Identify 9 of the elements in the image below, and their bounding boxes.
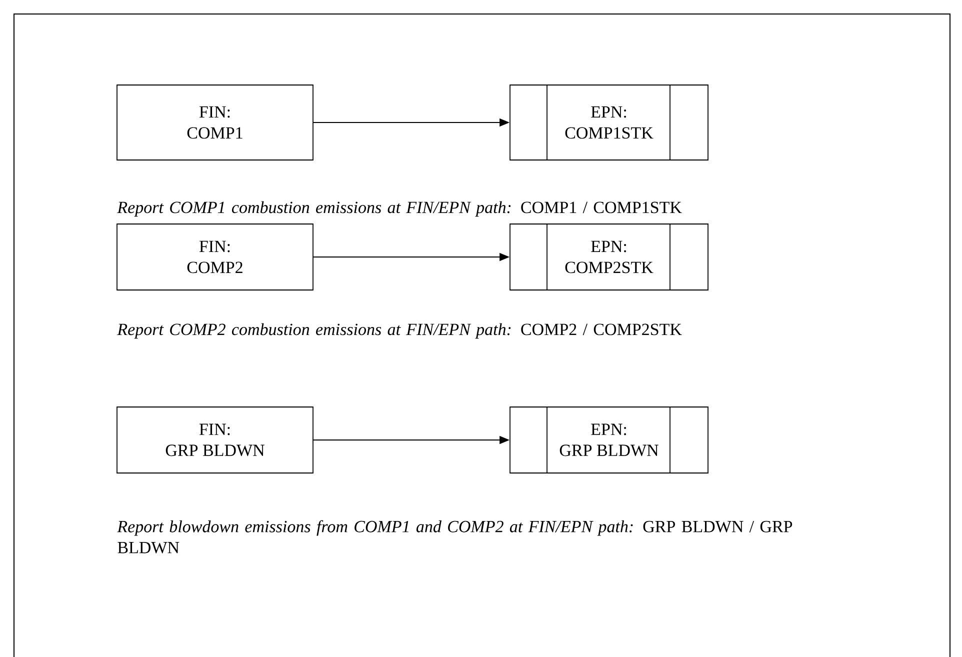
stack-box: EPN: GRP BLDWN [510,406,708,474]
caption: Report COMP2 combustion emissions at FIN/EPN path: COMP2 / COMP2STK [117,323,682,339]
process-box: FIN: GRP BLDWN [116,406,314,474]
caption: Report blowdown emissions from COMP1 and COMP2 at FIN/EPN path: GRP BLDWN / GRP BLDWN [117,520,792,554]
stack-box: EPN: COMP1STK [510,84,708,160]
process-box: FIN: COMP2 [116,224,314,290]
caption: Report COMP1 combustion emissions at FIN/EPN path: COMP1 / COMP1STK [117,201,682,217]
stack-box: EPN: COMP2STK [510,224,708,290]
process-box: FIN: COMP1 [116,84,314,160]
